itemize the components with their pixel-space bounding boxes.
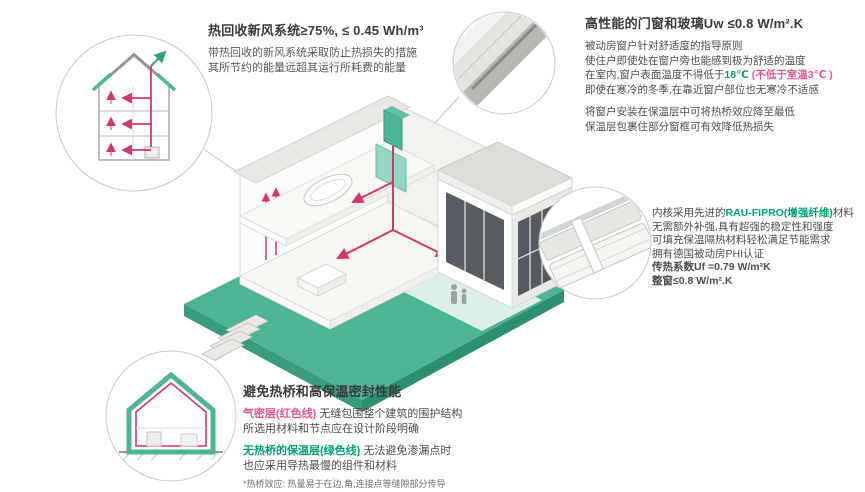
bridge-line3: 无热桥的保温层(绿色线) 无法避免渗漏点时 <box>243 444 588 459</box>
bridge-footnote: *热桥效应: 热量易于在边,角,连接点等缝隙部分传导 <box>243 479 446 489</box>
bridge-section: 避免热桥和高保温密封性能 气密层(红色线) 无缝包围整个建筑的围护结构 所选用材… <box>243 381 588 490</box>
bridge-title: 避免热桥和高保温密封性能 <box>243 384 402 399</box>
ventilation-title: 热回收新风系统≥75%, ≤ 0.45 Wh/m³ <box>208 23 424 38</box>
bridge-line1: 气密层(红色线) 无缝包围整个建筑的围护结构 <box>243 407 588 422</box>
kitchen-island <box>297 263 347 297</box>
glass-partition <box>375 143 407 193</box>
garden-stairs <box>201 314 269 361</box>
material-line3: 可填充保温隔热材料轻松满足节能需求 <box>652 234 831 246</box>
human-figures <box>451 284 467 304</box>
windows-line3-temp: 18℃ <box>724 69 749 81</box>
isometric-house-cutaway <box>184 95 574 412</box>
material-line4: 拥有德国被动房PHI认证 <box>652 247 765 260</box>
ventilation-shaft <box>383 106 410 151</box>
house-section-insulation-icon <box>105 350 237 482</box>
windows-line6: 保温层包裹住部分窗框可有效降低热损失 <box>585 120 774 133</box>
windows-line1: 被动房窗户针对舒适度的指导原则 <box>585 40 743 52</box>
bridge-line1-rest: 无缝包围整个建筑的围护结构 <box>316 408 463 420</box>
material-uf-value: 传热系数Uf =0.79 W/m²K <box>652 261 771 273</box>
material-line1: 内核采用先进的RAU-FIPRO(增强纤维)材料 <box>652 207 864 221</box>
bathtub <box>303 173 353 207</box>
window-corner-photo-icon <box>452 11 556 115</box>
ventilation-line2: 其所节约的能量远超其运行所耗费的能量 <box>208 62 406 74</box>
windows-line3-pre: 在室内,窗户表面温度不得低于 <box>585 69 725 81</box>
windows-title: 高性能的门窗和玻璃Uw ≤0.8 W/m².K <box>585 16 804 31</box>
material-line1-post: 材料 <box>832 207 854 219</box>
bridge-line4: 也应采用导热最慢的组件和材料 <box>243 459 397 472</box>
windows-line2: 使住户即使处在窗户旁也能感到极为舒适的温度 <box>585 54 806 67</box>
bridge-line3-rest: 无法避免渗漏点时 <box>360 445 452 457</box>
insulation-layer-label: 无热桥的保温层(绿色线) <box>243 445 361 457</box>
material-line1-pre: 内核采用先进的 <box>652 207 726 219</box>
windows-line4: 即使在寒冷的冬季,在靠近窗户部位也无寒冷不适感 <box>585 83 819 96</box>
windows-line3-note: (不低于室温3℃ ) <box>748 69 833 81</box>
windows-section: 高性能的门窗和玻璃Uw ≤0.8 W/m².K 被动房窗户针对舒适度的指导原则 … <box>585 13 863 134</box>
material-brand: RAU-FIPRO(增强纤维) <box>725 207 833 219</box>
ventilation-line1: 带热回收的新风系统采取防止热损失的措施 <box>208 47 417 59</box>
material-uw-value: 整窗≤0.8 W/m².K <box>652 274 733 287</box>
house-section-ventilation-icon <box>55 34 213 192</box>
windows-line3: 在室内,窗户表面温度不得低于18℃ (不低于室温3℃ ) <box>585 68 863 83</box>
ventilation-ducts <box>336 146 448 259</box>
windows-line5: 将窗户安装在保温层中可将热桥效应降至最低 <box>585 106 795 118</box>
material-section: 内核采用先进的RAU-FIPRO(增强纤维)材料 无需额外补强,具有超强的稳定性… <box>652 207 864 288</box>
material-line2: 无需额外补强,具有超强的稳定性和强度 <box>652 220 834 233</box>
bridge-line2: 所选用材料和节点应在设计阶段明确 <box>243 422 419 435</box>
airtight-layer-label: 气密层(红色线) <box>243 408 317 420</box>
window-profile-render-icon <box>538 186 652 300</box>
ventilation-section: 热回收新风系统≥75%, ≤ 0.45 Wh/m³ 带热回收的新风系统采取防止热… <box>208 20 520 76</box>
